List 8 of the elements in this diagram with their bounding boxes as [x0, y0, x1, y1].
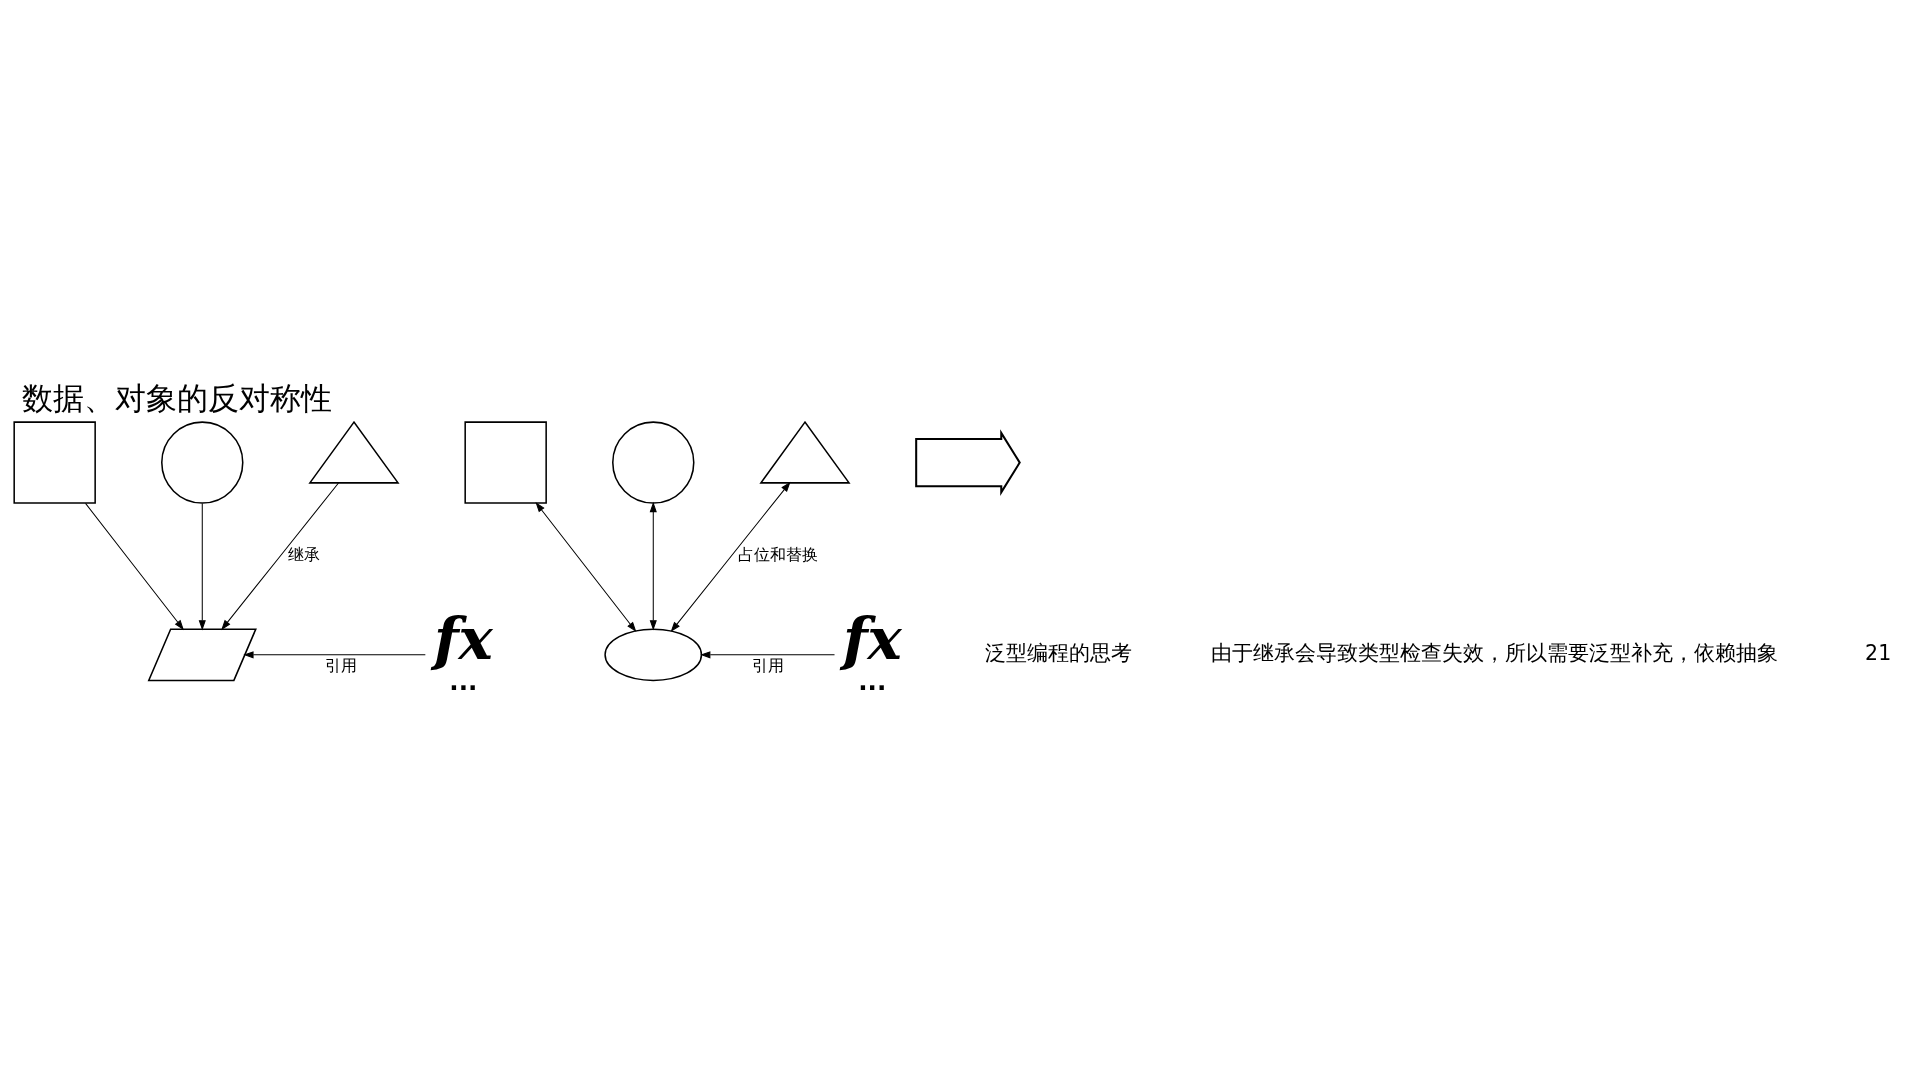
diagram-title: 数据、对象的反对称性	[21, 379, 332, 416]
edge-label: 引用	[324, 655, 357, 675]
label: 泛型编程的思考	[984, 640, 1132, 665]
label: 由于继承会导致类型检查失效，所以需要泛型补充，依赖抽象	[1211, 640, 1779, 665]
edge-label: 占位和替换	[737, 545, 818, 565]
edge-label: 引用	[752, 655, 785, 675]
label: 21	[1865, 640, 1892, 665]
edge-label: 继承	[287, 545, 320, 565]
